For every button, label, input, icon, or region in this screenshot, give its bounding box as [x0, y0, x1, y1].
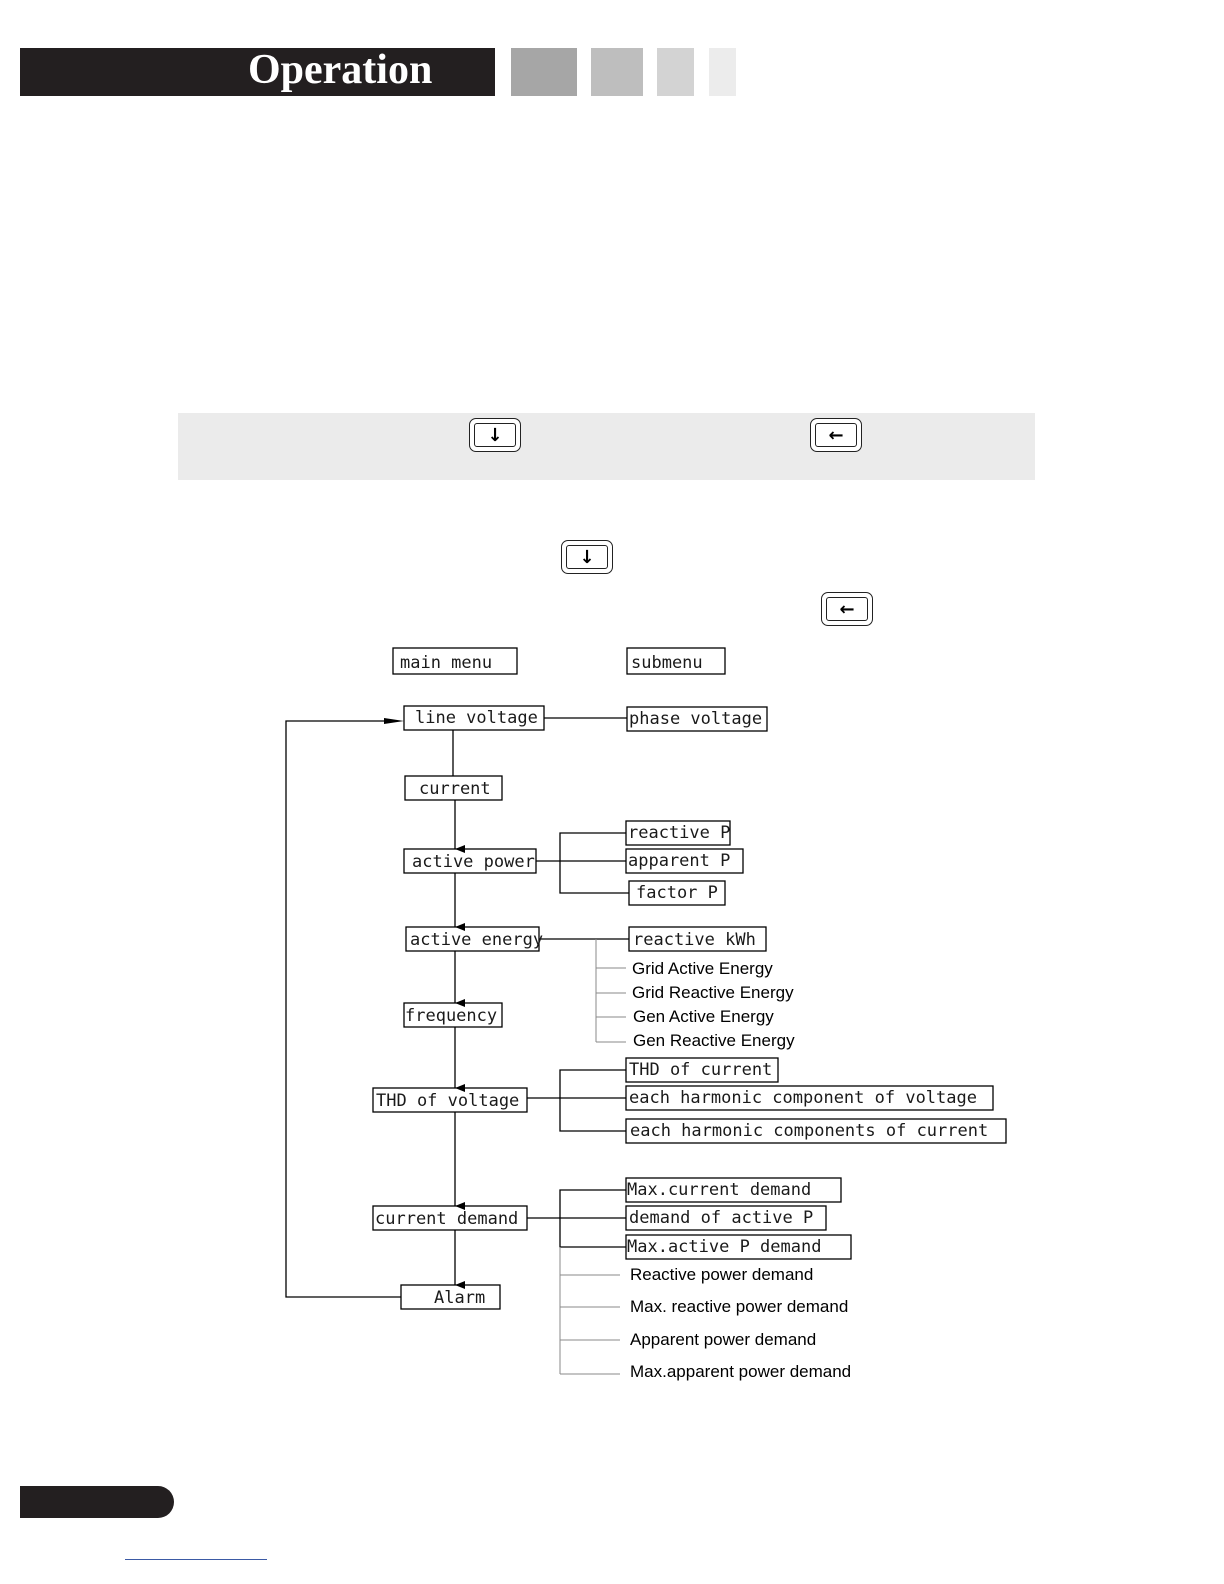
label-current: current: [419, 779, 491, 799]
label-reactive-power-demand: Reactive power demand: [630, 1265, 813, 1284]
label-grid-reactive-energy: Grid Reactive Energy: [632, 983, 794, 1002]
label-max-current-demand: Max.current demand: [627, 1180, 811, 1200]
label-grid-active-energy: Grid Active Energy: [632, 959, 773, 978]
label-thd-current: THD of current: [629, 1060, 772, 1080]
footer-link-underline: [125, 1559, 267, 1560]
legend-main-label: main menu: [400, 653, 492, 673]
label-active-power: active power: [412, 852, 535, 872]
note-band: [178, 413, 1035, 480]
label-demand-active-p: demand of active P: [629, 1208, 813, 1228]
header-shade-1: [511, 48, 577, 96]
legend-main-box: [392, 647, 518, 675]
header-shade-4: [709, 48, 736, 96]
label-alarm: Alarm: [434, 1288, 485, 1308]
label-thd-voltage: THD of voltage: [376, 1091, 519, 1111]
header-shade-2: [591, 48, 643, 96]
label-harmonic-voltage: each harmonic component of voltage: [629, 1088, 977, 1108]
label-reactive-p: reactive P: [628, 823, 730, 843]
label-max-reactive-power-demand: Max. reactive power demand: [630, 1297, 848, 1316]
left-arrow-icon: ←: [821, 592, 873, 626]
footer-page-tab: [20, 1486, 174, 1518]
down-arrow-icon: ↓: [561, 540, 613, 574]
label-gen-reactive-energy: Gen Reactive Energy: [633, 1031, 795, 1050]
legend-sub-label: submenu: [631, 653, 703, 673]
box-phase-voltage: [626, 706, 768, 732]
header-shade-3: [657, 48, 694, 96]
label-current-demand: current demand: [375, 1209, 518, 1229]
header-title-container: Operation: [20, 48, 660, 96]
label-factor-p: factor P: [636, 883, 718, 903]
label-frequency: frequency: [405, 1006, 497, 1026]
label-reactive-kwh: reactive kWh: [633, 930, 756, 950]
label-harmonic-current: each harmonic components of current: [630, 1121, 988, 1141]
label-phase-voltage: phase voltage: [629, 709, 762, 729]
box-thd-voltage: [372, 1087, 528, 1113]
left-arrow-icon: ←: [810, 418, 862, 452]
label-active-energy: active energy: [410, 930, 543, 950]
label-max-active-p-demand: Max.active P demand: [627, 1237, 821, 1257]
label-gen-active-energy: Gen Active Energy: [633, 1007, 774, 1026]
header-bar: [20, 48, 495, 96]
page-title: Operation: [248, 47, 433, 93]
label-apparent-p: apparent P: [628, 851, 730, 871]
label-max-apparent-power-demand: Max.apparent power demand: [630, 1362, 851, 1381]
label-line-voltage: line voltage: [415, 708, 538, 728]
box-frequency: [403, 1002, 503, 1028]
down-arrow-icon: ↓: [469, 418, 521, 452]
label-apparent-power-demand: Apparent power demand: [630, 1330, 816, 1349]
legend-sub-box: [626, 647, 726, 675]
